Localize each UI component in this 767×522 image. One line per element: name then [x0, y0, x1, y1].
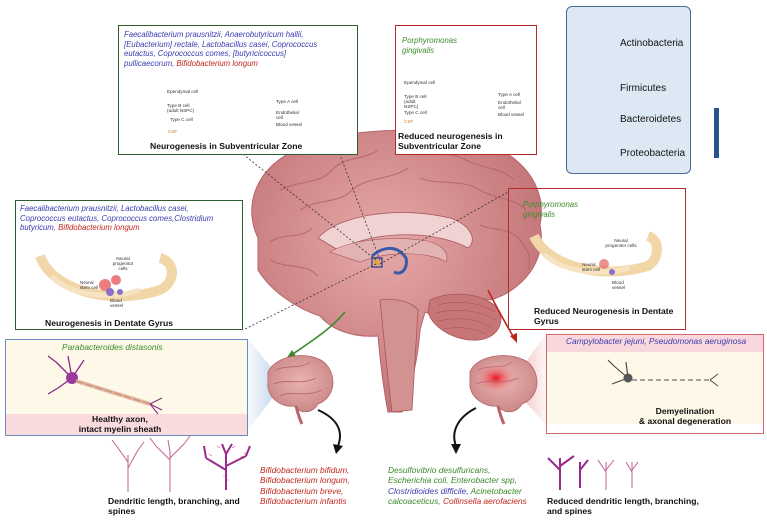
legend-box	[566, 6, 691, 174]
svz-reduced-label-endothelial: Endothelial cell	[498, 100, 521, 111]
svz-healthy-label-type-c: Type C cell	[170, 117, 193, 122]
dg-healthy-label-progenitor: Neural progenitor cells	[112, 256, 134, 272]
svz-healthy-box	[118, 25, 358, 155]
dendritic-spines	[206, 445, 248, 481]
reduced-dendrite-bacteria: Desulfovibrio desulfuricans, Escherichia…	[388, 465, 527, 507]
svz-reduced-box	[395, 25, 537, 155]
legend-label-bacteroidetes: Bacteroidetes	[620, 114, 682, 125]
dg-reduced-inset	[529, 231, 662, 277]
healthy-dendrites	[111, 435, 191, 492]
svz-healthy-bacteria: Faecalibacterium prausnitzii, Anaerobuty…	[124, 30, 318, 68]
damaged-axon-bacteria: Campylobacter jejuni, Pseudomonas aerugi…	[566, 336, 747, 346]
svz-reduced-title: Reduced neurogenesis in Subventricular Z…	[398, 131, 503, 152]
svz-healthy-label-type-a: Type A cell	[276, 99, 298, 104]
damaged-axon-box	[546, 334, 764, 434]
dg-healthy-inset	[35, 253, 177, 302]
svz-reduced-label-csf: CSF	[404, 119, 414, 124]
connector-lines	[242, 154, 509, 331]
central-brain	[251, 129, 542, 413]
svz-reduced-bacteria: Porphyromonas gingivalis	[402, 36, 458, 55]
legend-label-proteobacteria: Proteobacteria	[620, 148, 686, 159]
healthy-axon-title: Healthy axon, intact myelin sheath	[78, 414, 162, 435]
svz-reduced-label-type-b: Type B cell (adult NSPC)	[404, 94, 427, 110]
svz-healthy-label-type-b: Type B cell (adult NSPC)	[167, 103, 195, 114]
dg-healthy-label-blood-vessel: Blood vessel	[110, 298, 124, 309]
healthy-neuron	[47, 355, 163, 415]
black-arrow-right	[453, 407, 477, 447]
dg-healthy-box	[15, 200, 243, 330]
damaged-axon-title: Demyelination & axonal degeneration	[638, 406, 732, 427]
dg-reduced-label-progenitor: Neural progenitor cells	[605, 238, 637, 249]
healthy-dendrite-title: Dendritic length, branching, and spines	[108, 496, 240, 517]
dg-healthy-bacteria: Faecalibacterium prausnitzii, Lactobacil…	[20, 204, 214, 233]
healthy-axon-bacteria: Parabacteroides distasonis	[62, 342, 163, 352]
dg-reduced-label-stem-cell: Neural stem cell	[582, 262, 601, 273]
dg-healthy-label-stem-cell: Neural stem cell	[80, 280, 99, 291]
svz-healthy-title: Neurogenesis in Subventricular Zone	[150, 141, 303, 151]
legend-label-firmicutes: Firmicutes	[620, 83, 667, 94]
healthy-axon-box	[5, 339, 248, 436]
red-arrow	[487, 289, 515, 339]
svz-healthy-label-blood-vessel: Blood vessel	[276, 122, 303, 127]
legend-label-actinobacteria: Actinobacteria	[620, 38, 684, 49]
svz-reduced-label-blood-vessel: Blood vessel	[498, 112, 525, 117]
dg-reduced-bacteria: Porphyromonas gingivalis	[523, 200, 579, 219]
svz-healthy-label-ependymal: Ependymal cell	[167, 89, 199, 94]
black-arrow-left	[317, 409, 341, 447]
legend-side-bar	[714, 108, 719, 158]
green-arrow	[289, 311, 346, 357]
dg-reduced-label-blood-vessel: Blood vessel	[612, 280, 626, 291]
svz-reduced-label-type-a: Type A cell	[498, 92, 520, 97]
damaged-neuron	[607, 359, 719, 387]
svz-reduced-label-ependymal: Ependymal cell	[404, 80, 436, 85]
healthy-small-brain	[267, 355, 334, 425]
healthy-dendrite-bacteria: Bifidobacterium bifidum, Bifidobacterium…	[260, 465, 350, 507]
svz-healthy-label-csf: CSF	[168, 129, 178, 134]
dg-healthy-title: Neurogenesis in Dentate Gyrus	[45, 318, 173, 328]
svz-reduced-label-type-c: Type C cell	[404, 110, 427, 115]
reduced-dendrites	[547, 455, 589, 490]
dg-reduced-title: Reduced Neurogenesis in Dentate Gyrus	[534, 306, 674, 327]
healthy-dendrites-dense	[203, 443, 251, 490]
dg-reduced-box	[508, 188, 686, 330]
reduced-dendrite-title: Reduced dendritic length, branching, and…	[547, 496, 699, 517]
damaged-small-brain	[469, 355, 538, 425]
svz-healthy-label-endothelial: Endothelial cell	[276, 110, 299, 121]
